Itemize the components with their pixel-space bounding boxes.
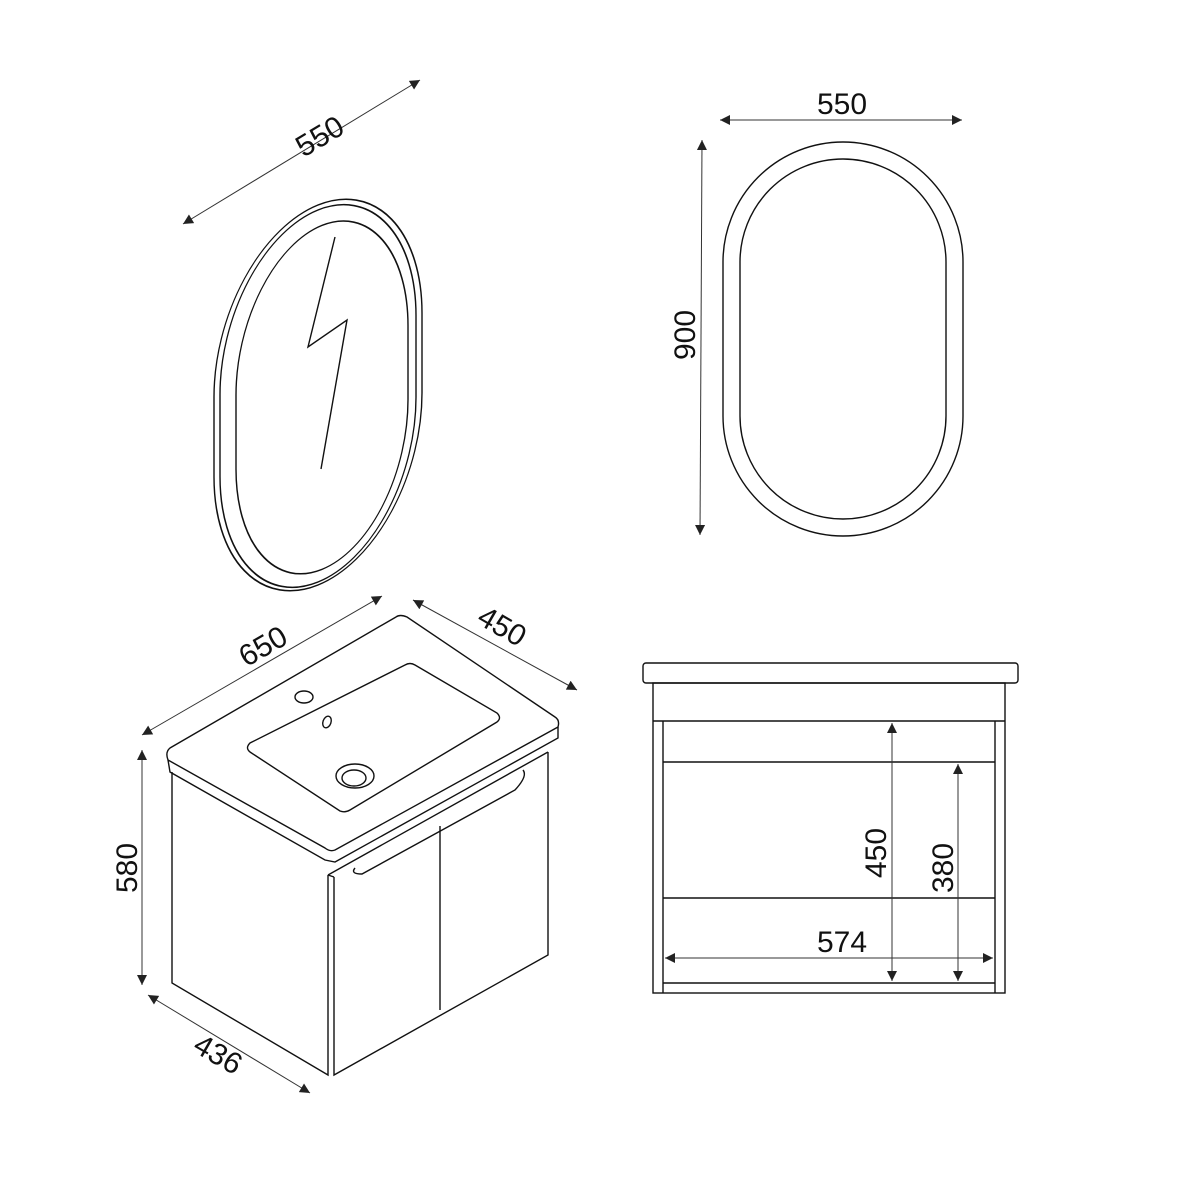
lightning-bolt-icon <box>306 236 348 470</box>
mirror-front-height-label: 900 <box>669 310 702 360</box>
mirror-outer-frame <box>722 141 964 537</box>
mirror-front-width-label: 550 <box>817 88 867 121</box>
vanity-width-label: 650 <box>233 620 293 674</box>
vanity-front-view: 574 450 380 <box>642 662 1019 994</box>
mirror-iso-width-dimension-line <box>182 79 421 225</box>
front-countertop <box>642 662 1019 684</box>
cabinet-body <box>171 752 549 1077</box>
drain-outer <box>335 763 375 789</box>
vanity-depth-dimension-line <box>412 599 578 691</box>
faucet-hole <box>294 690 314 704</box>
mirror-inner-glass <box>739 158 947 520</box>
basin-countertop <box>166 614 560 852</box>
inner-width-label: 574 <box>817 926 867 959</box>
basin-countertop-edge <box>167 727 559 863</box>
overflow-hole <box>322 715 332 729</box>
cabinet-top-rail <box>327 751 549 876</box>
mirror-front-height-dimension-line <box>695 139 707 536</box>
mirror-iso-width-label: 550 <box>290 110 350 164</box>
vanity-height-label: 580 <box>111 843 144 893</box>
mirror-front-view: 550 900 <box>669 88 964 537</box>
mirror-isometric-view: 550 <box>182 79 423 592</box>
vanity-isometric-view: 650 450 580 436 <box>111 595 578 1094</box>
cabinet-corner <box>327 874 335 878</box>
cabinet-handle-groove <box>352 769 526 875</box>
vanity-depth-label: 450 <box>472 600 532 654</box>
front-cabinet-frame <box>652 682 1006 994</box>
vanity-cabinet-depth-label: 436 <box>188 1028 248 1082</box>
basin-bowl <box>246 662 501 813</box>
drain-inner <box>341 769 367 787</box>
mirror-iso-frame <box>213 198 423 592</box>
vanity-cabinet-depth-dimension-line <box>147 994 311 1094</box>
shelf-height-label: 380 <box>927 843 960 893</box>
vanity-width-dimension-line <box>141 595 383 736</box>
inner-height-label: 450 <box>860 828 893 878</box>
